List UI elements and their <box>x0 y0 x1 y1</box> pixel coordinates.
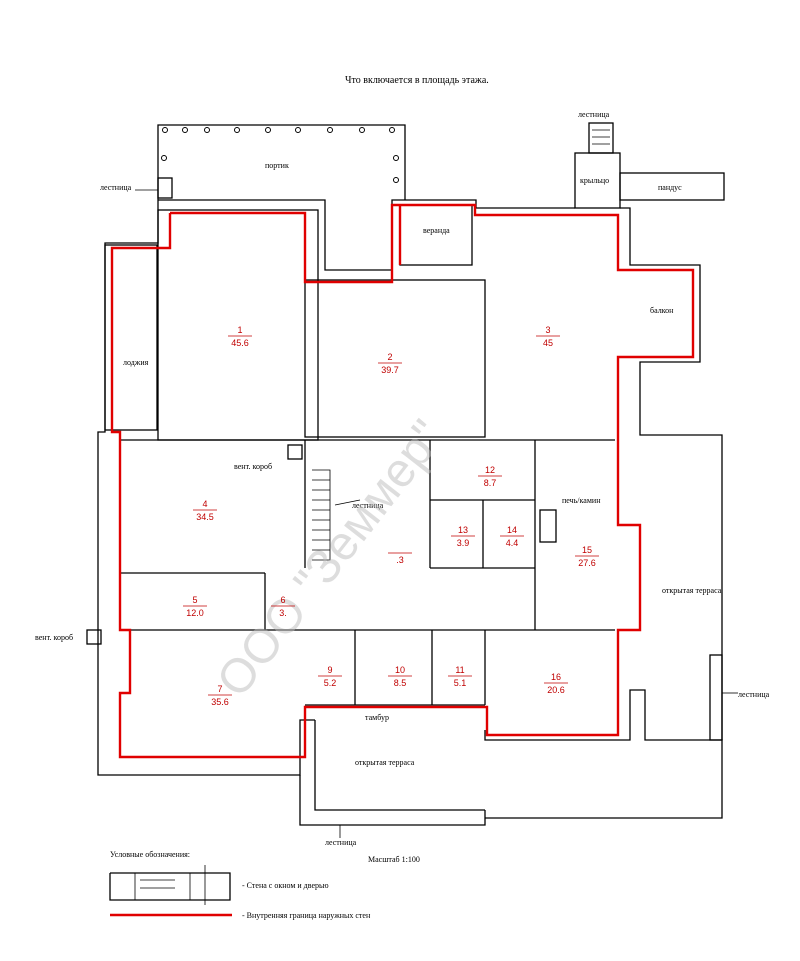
outer-walls <box>97 199 723 819</box>
room-number: 1 <box>237 325 242 335</box>
interior-walls <box>120 439 615 706</box>
loggia-label: лоджия <box>123 358 149 367</box>
room-number: 11 <box>455 665 464 675</box>
vent-label-upper: вент. короб <box>234 462 272 471</box>
room-number: 9 <box>327 665 332 675</box>
stove <box>539 509 557 543</box>
veranda-label: веранда <box>423 226 450 235</box>
room-area: 3.9 <box>457 538 470 548</box>
room-area: 20.6 <box>547 685 565 695</box>
room-area: 5.1 <box>454 678 467 688</box>
room-area: 4.4 <box>506 538 519 548</box>
room-number: 12 <box>485 465 495 475</box>
room-area: 5.2 <box>324 678 337 688</box>
room-area: 45.6 <box>231 338 249 348</box>
room-area: 39.7 <box>381 365 399 375</box>
room-number: 4 <box>202 499 207 509</box>
stairs-label-left: лестница <box>100 183 132 192</box>
stove-label: печь/камин <box>562 496 601 505</box>
vent-shaft-left <box>86 629 102 645</box>
room-area: 34.5 <box>196 512 214 522</box>
legend-title: Условные обозначения: <box>110 850 190 859</box>
room-labels: 1 45.6 2 39.7 3 45 4 34.5 5 12.0 6 3. 7 35.6 .3 9 5.2 10 8… <box>183 325 599 707</box>
vent-label-left: вент. короб <box>35 633 73 642</box>
room-area: 27.6 <box>578 558 596 568</box>
inner-boundary <box>110 203 695 759</box>
ramp <box>619 172 725 201</box>
stairs-right <box>709 654 723 741</box>
stairs-label-bottom: лестница <box>325 838 357 847</box>
room-number: 5 <box>192 595 197 605</box>
stair-core: лестница <box>312 469 384 561</box>
room-area: 45 <box>543 338 553 348</box>
watermark: ООО "Земмер" <box>207 411 455 707</box>
room-number: 13 <box>458 525 468 535</box>
stairs-label-core: лестница <box>352 501 384 510</box>
stairs-label-right: лестница <box>738 690 770 699</box>
terrace-label-bottom: открытая терраса <box>355 758 415 767</box>
ramp-label: пандус <box>658 183 682 192</box>
plan-title: Что включается в площадь этажа. <box>345 75 489 86</box>
room-area: 12.0 <box>186 608 204 618</box>
room-number: 6 <box>280 595 285 605</box>
room-number: 15 <box>582 545 592 555</box>
legend-wall-sample <box>109 865 231 905</box>
scale-label: Масштаб 1:100 <box>368 855 420 864</box>
porch-label: крыльцо <box>580 176 609 185</box>
room-number: 10 <box>395 665 405 675</box>
vent-shaft-upper <box>287 444 303 460</box>
stairs-label-top: лестница <box>578 110 610 119</box>
room-area: 8.5 <box>394 678 407 688</box>
stairs-top-right <box>588 122 614 154</box>
vestibule-label: тамбур <box>365 713 389 722</box>
room-area: .3 <box>396 555 404 565</box>
terrace-label-right: открытая терраса <box>662 586 722 595</box>
stairs-top-left <box>157 177 173 199</box>
room-number: 2 <box>387 352 392 362</box>
room-number: 14 <box>507 525 517 535</box>
room-number: 3 <box>545 325 550 335</box>
stairs-bottom <box>299 775 486 826</box>
legend-wall-label: - Стена с окном и дверью <box>242 881 329 890</box>
room-area: 8.7 <box>484 478 497 488</box>
portico: портик <box>157 124 406 200</box>
room-area: 35.6 <box>211 697 229 707</box>
portico-label: портик <box>265 161 289 170</box>
room-area: 3. <box>279 608 287 618</box>
legend-red-label: - Внутренняя граница наружных стен <box>242 911 371 920</box>
veranda <box>399 204 473 266</box>
room-number: 16 <box>551 672 561 682</box>
loggia <box>104 244 158 431</box>
room-number: 7 <box>217 684 222 694</box>
balcony-label: балкон <box>650 306 674 315</box>
